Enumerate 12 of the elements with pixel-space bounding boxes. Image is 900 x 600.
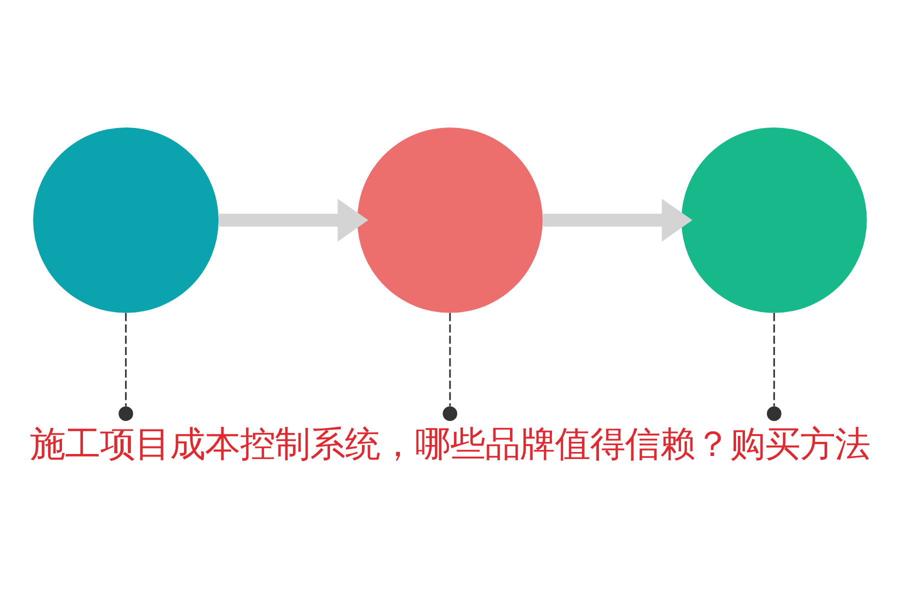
node-circle <box>118 406 134 421</box>
node-circle <box>681 127 867 313</box>
arrow <box>543 198 692 242</box>
connector <box>449 313 451 406</box>
node-circle <box>357 127 543 313</box>
diagram-title: 施工项目成本控制系统，哪些品牌值得信赖？购买方法 <box>30 424 870 465</box>
node-circle <box>766 406 782 421</box>
arrow <box>218 198 368 242</box>
node-circle <box>442 406 458 421</box>
node-circle <box>33 127 219 313</box>
connector <box>125 313 127 406</box>
connector <box>773 313 775 406</box>
